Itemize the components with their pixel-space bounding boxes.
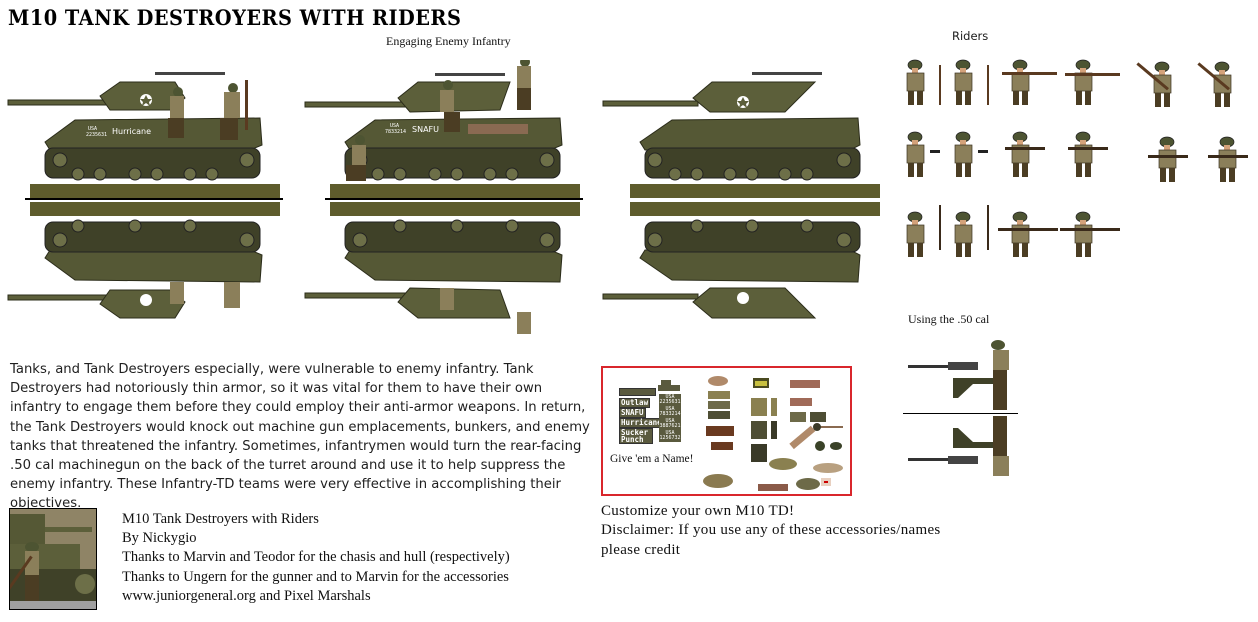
svg-text:Hurricane: Hurricane bbox=[112, 127, 151, 136]
tank-rider-thumbnail-icon bbox=[10, 509, 96, 609]
disclaimer-line: Disclaimer: If you use any of these acce… bbox=[601, 522, 941, 539]
section-label-fifty-cal: Using the .50 cal bbox=[908, 312, 990, 326]
name-plate-sucker-punch: Sucker Punch bbox=[619, 428, 653, 444]
bedroll-icon bbox=[708, 376, 728, 386]
gunner-rider-icon bbox=[517, 60, 531, 110]
svg-text:USA: USA bbox=[390, 123, 399, 129]
section-label-engaging: Engaging Enemy Infantry bbox=[386, 34, 511, 48]
accessory-sprites bbox=[703, 376, 843, 491]
rider-row-bar bbox=[906, 205, 1120, 258]
credits-sites: www.juniorgeneral.org and Pixel Marshals bbox=[122, 587, 371, 604]
jerrycan-icon bbox=[751, 398, 767, 416]
thumbnail-image bbox=[9, 508, 97, 610]
m10-tank-icon bbox=[602, 72, 880, 198]
disclaimer-line-2: please credit bbox=[601, 541, 681, 558]
m10-tank-reflection-icon bbox=[602, 202, 880, 319]
helmet-icon bbox=[815, 441, 825, 451]
credits-title: M10 Tank Destroyers with Riders bbox=[122, 511, 319, 527]
m10-tank-reflection-icon bbox=[7, 202, 280, 319]
customize-line: Customize your own M10 TD! bbox=[601, 503, 795, 519]
seated-rider-icon bbox=[168, 87, 184, 138]
m10-tank-icon: USA 7833214 SNAFU bbox=[304, 60, 583, 200]
rifleman-rider-icon bbox=[440, 80, 460, 132]
fifty-cal-gunner-icon bbox=[903, 340, 1018, 476]
name-plate-outlaw: Outlaw bbox=[619, 398, 651, 408]
blank-name-plate bbox=[619, 388, 656, 396]
svg-text:SNAFU: SNAFU bbox=[412, 125, 439, 134]
svg-text:2235631: 2235631 bbox=[86, 132, 107, 138]
rider-row-rifle bbox=[906, 59, 1232, 108]
credits-author: By Nickygio bbox=[122, 530, 197, 547]
give-em-a-name-label: Give 'em a Name! bbox=[610, 453, 694, 465]
riders-sprite-grid bbox=[906, 59, 1248, 258]
tarp-icon bbox=[790, 380, 820, 388]
shovel-icon bbox=[818, 426, 843, 428]
credits-thanks-2: Thanks to Ungern for the gunner and to M… bbox=[122, 568, 509, 585]
tank-usa-marking: USA bbox=[88, 126, 97, 132]
name-plate-hurricane: Hurricane bbox=[619, 418, 664, 428]
kneeling-rider-icon bbox=[346, 135, 366, 181]
tank-card-hurricane: USA 2235631 Hurricane bbox=[0, 60, 300, 320]
m10-tank-icon: USA 2235631 Hurricane bbox=[7, 72, 283, 200]
customize-text: Customize your own M10 TD! Disclaimer: I… bbox=[601, 502, 941, 560]
svg-text:7833214: 7833214 bbox=[385, 129, 406, 135]
m10-tank-reflection-icon bbox=[304, 202, 580, 334]
credits-block: M10 Tank Destroyers with Riders By Nicky… bbox=[122, 510, 510, 606]
credits-thanks-1: Thanks to Marvin and Teodor for the chas… bbox=[122, 549, 510, 566]
tank-card-plain bbox=[600, 60, 900, 320]
description-paragraph: Tanks, and Tank Destroyers especially, w… bbox=[10, 362, 590, 512]
crate-icon bbox=[706, 426, 734, 436]
name-plate-snafu: SNAFU bbox=[619, 408, 646, 418]
section-label-riders: Riders bbox=[952, 29, 989, 43]
tank-card-snafu: USA 7833214 SNAFU bbox=[300, 60, 600, 334]
page-title: M10 Tank Destroyers with Riders bbox=[8, 5, 462, 30]
rider-row-smg bbox=[906, 131, 1248, 183]
seated-rider-icon bbox=[220, 80, 248, 140]
